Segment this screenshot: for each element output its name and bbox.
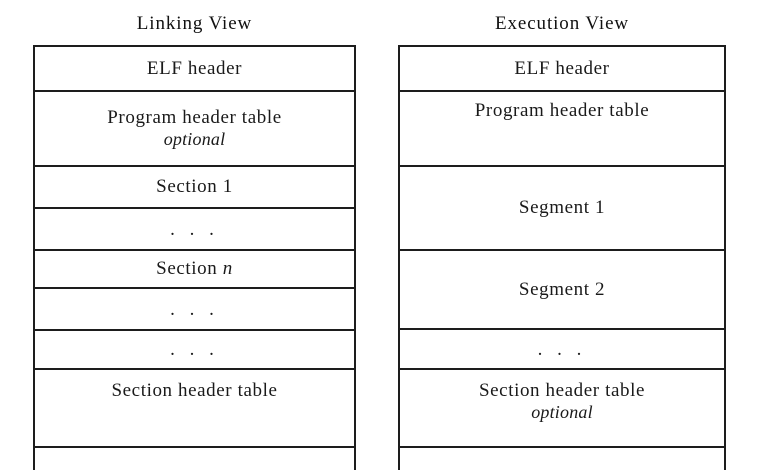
execution-row-section-header-table: Section header table optional (400, 368, 724, 448)
linking-row-program-header-table: Program header table optional (35, 90, 354, 165)
linking-view-table: ELF header Program header table optional… (33, 45, 356, 470)
execution-row-elf-header: ELF header (400, 45, 724, 90)
execution-view-title: Execution View (494, 13, 630, 34)
execution-row-program-header-table-label: Program header table (474, 100, 650, 121)
execution-row-section-header-table-label: Section header table (478, 380, 646, 401)
execution-row-elf-header-label: ELF header (514, 57, 610, 79)
linking-row-elf-header-label: ELF header (146, 57, 243, 79)
linking-row-section-1-label: Section 1 (156, 176, 233, 198)
linking-row-ellipsis-1: . . . (35, 207, 354, 249)
linking-row-elf-header: ELF header (35, 45, 354, 90)
linking-row-ellipsis-3-label: . . . (170, 339, 219, 360)
linking-row-section-n: Section n (35, 249, 354, 287)
linking-row-section-header-table-label: Section header table (111, 380, 278, 401)
execution-row-segment-1-label: Segment 1 (518, 197, 606, 219)
execution-row-segment-2: Segment 2 (400, 249, 724, 328)
linking-row-section-header-table: Section header table (35, 368, 354, 448)
execution-row-program-header-table: Program header table (400, 90, 724, 165)
linking-row-ellipsis-3: . . . (35, 329, 354, 368)
execution-row-segment-2-label: Segment 2 (518, 278, 606, 300)
linking-view-title: Linking View (136, 13, 253, 34)
linking-row-program-header-table-label: Program header table (107, 107, 282, 129)
linking-row-section-n-variable: n (222, 258, 233, 280)
linking-row-program-header-table-optional: optional (163, 129, 226, 150)
execution-view-table: ELF header Program header table Segment … (398, 45, 726, 470)
execution-row-ellipsis: . . . (400, 328, 724, 368)
linking-row-section-1: Section 1 (35, 165, 354, 207)
linking-row-ellipsis-1-label: . . . (170, 218, 219, 240)
execution-row-ellipsis-label: . . . (537, 338, 587, 360)
linking-row-ellipsis-2: . . . (35, 287, 354, 329)
linking-row-section-n-label: Section n (156, 258, 233, 280)
execution-row-section-header-table-optional: optional (531, 401, 593, 422)
execution-row-segment-1: Segment 1 (400, 165, 724, 249)
linking-row-ellipsis-2-label: . . . (170, 298, 219, 320)
